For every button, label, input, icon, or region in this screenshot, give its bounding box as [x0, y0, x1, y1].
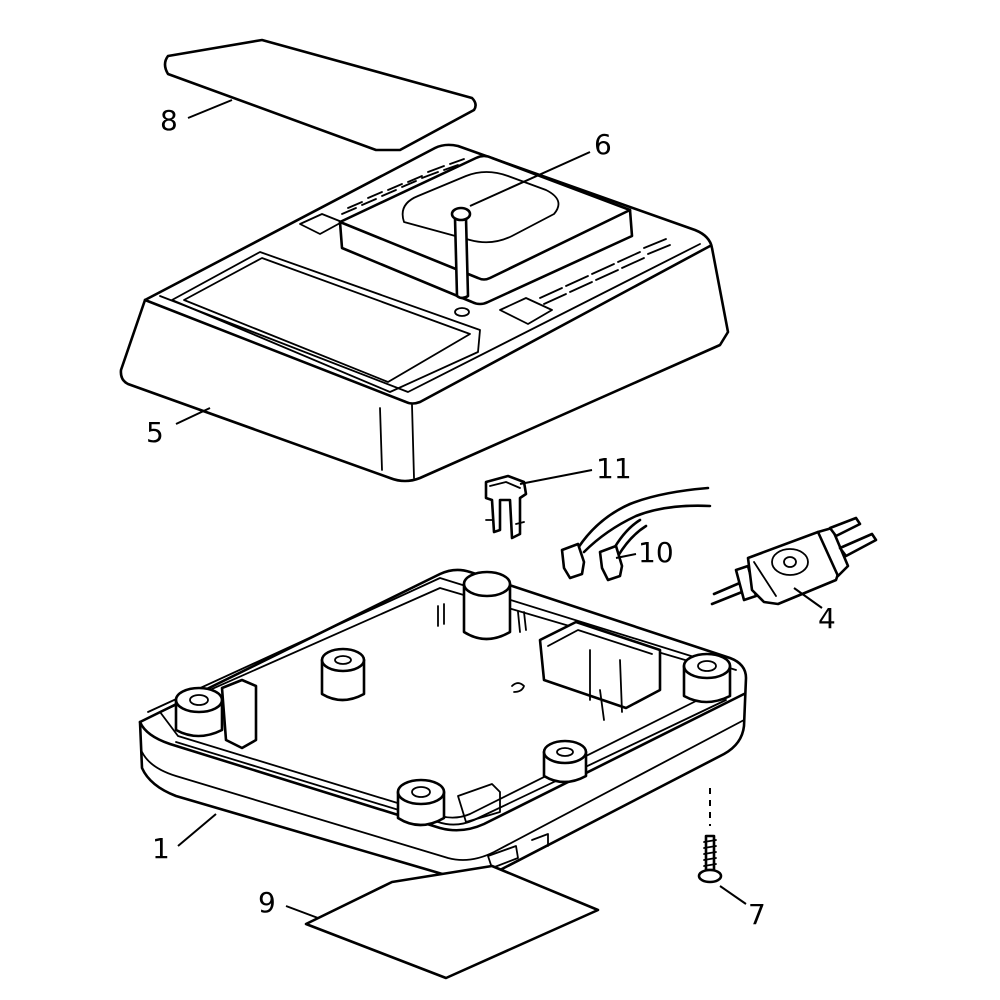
callout-6: 6 [594, 128, 612, 161]
callout-10: 10 [638, 536, 674, 569]
callout-5: 5 [146, 416, 164, 449]
part-10-terminals [560, 486, 712, 582]
part-6-contact-post [450, 206, 472, 300]
callout-4: 4 [818, 602, 836, 635]
callout-7: 7 [748, 898, 766, 931]
part-7-screw [697, 788, 723, 884]
leader-lines [175, 99, 823, 919]
callout-labels: 8 6 5 11 10 4 1 7 9 [146, 104, 836, 931]
callout-1: 1 [152, 832, 170, 865]
callout-9: 9 [258, 886, 276, 919]
part-1-base [138, 568, 748, 881]
part-4-power-cord [710, 516, 878, 606]
callout-11: 11 [596, 452, 632, 485]
part-11-terminal-clip [484, 474, 528, 540]
part-8-top-label [163, 38, 477, 152]
callout-8: 8 [160, 104, 178, 137]
part-9-bottom-label [304, 864, 600, 980]
part-5-top-cover [119, 143, 730, 483]
